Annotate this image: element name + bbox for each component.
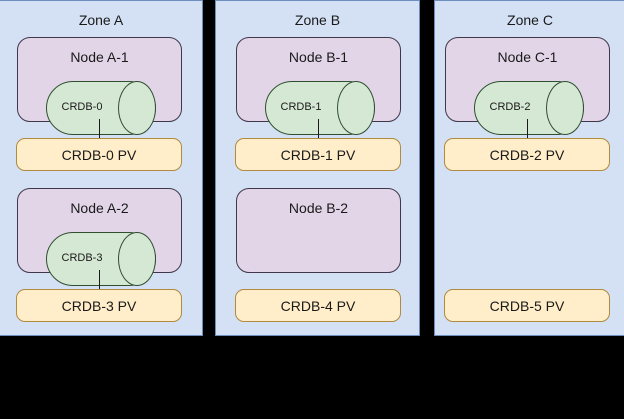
connector-node-a-2-to-pv <box>99 270 100 290</box>
pv-crdb-0-label: CRDB-0 PV <box>61 146 137 163</box>
node-box-c-1[interactable]: Node C-1 CRDB-2 <box>445 37 610 135</box>
cylinder-cap <box>546 81 584 135</box>
zone-b-title: Zone B <box>294 12 341 28</box>
crdb-2-label: CRDB-2 <box>489 101 531 113</box>
node-box-b-1[interactable]: Node B-1 CRDB-1 <box>236 37 401 135</box>
pv-crdb-5-label: CRDB-5 PV <box>489 297 565 314</box>
pv-crdb-1-label: CRDB-1 PV <box>280 146 356 163</box>
node-b-2-label: Node B-2 <box>288 200 349 216</box>
crdb-pod-cylinder-crdb-3[interactable]: CRDB-3 <box>46 232 156 286</box>
pv-box-crdb-5[interactable]: CRDB-5 PV <box>444 289 610 322</box>
zone-panel-b[interactable]: Zone B Node B-1 CRDB-1 CRDB-1 PV Node B-… <box>215 0 420 336</box>
node-box-a-1[interactable]: Node A-1 CRDB-0 <box>17 37 182 135</box>
zone-a-title: Zone A <box>78 12 124 28</box>
zone-c-title: Zone C <box>507 12 553 28</box>
pv-crdb-2-label: CRDB-2 PV <box>489 146 565 163</box>
connector-node-a-1-to-pv <box>99 119 100 139</box>
pv-box-crdb-2[interactable]: CRDB-2 PV <box>444 138 610 171</box>
crdb-pod-cylinder-crdb-0[interactable]: CRDB-0 <box>46 81 156 135</box>
node-box-a-2[interactable]: Node A-2 CRDB-3 <box>17 188 182 286</box>
connector-node-b-1-to-pv <box>318 119 319 139</box>
cylinder-cap <box>118 81 156 135</box>
pv-box-crdb-3[interactable]: CRDB-3 PV <box>16 289 182 322</box>
node-a-2-label: Node A-2 <box>70 200 129 216</box>
pv-crdb-3-label: CRDB-3 PV <box>61 297 137 314</box>
crdb-pod-cylinder-crdb-2[interactable]: CRDB-2 <box>474 81 584 135</box>
pv-box-crdb-4[interactable]: CRDB-4 PV <box>235 289 401 322</box>
pv-box-crdb-1[interactable]: CRDB-1 PV <box>235 138 401 171</box>
zone-panel-a[interactable]: Zone A Node A-1 CRDB-0 CRDB-0 PV Node A-… <box>0 0 203 336</box>
zone-panel-c[interactable]: Zone C Node C-1 CRDB-2 CRDB-2 PV CRDB-5 … <box>434 0 624 336</box>
crdb-pod-cylinder-crdb-1[interactable]: CRDB-1 <box>265 81 375 135</box>
node-c-1-label: Node C-1 <box>497 49 558 65</box>
crdb-1-label: CRDB-1 <box>280 101 322 113</box>
cylinder-cap <box>118 232 156 286</box>
pv-crdb-4-label: CRDB-4 PV <box>280 297 356 314</box>
node-box-b-2[interactable]: Node B-2 <box>236 188 401 273</box>
cylinder-cap <box>337 81 375 135</box>
connector-node-c-1-to-pv <box>527 119 528 139</box>
node-b-1-label: Node B-1 <box>288 49 349 65</box>
pv-box-crdb-0[interactable]: CRDB-0 PV <box>16 138 182 171</box>
crdb-3-label: CRDB-3 <box>61 252 103 264</box>
crdb-0-label: CRDB-0 <box>61 101 103 113</box>
node-a-1-label: Node A-1 <box>70 49 129 65</box>
